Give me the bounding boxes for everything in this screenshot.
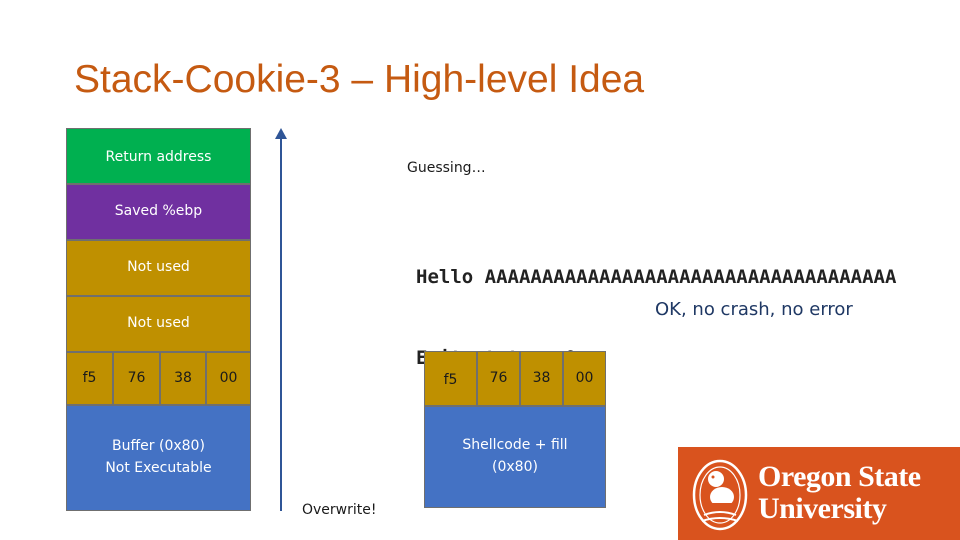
osu-wordmark-line: Oregon State: [758, 460, 921, 493]
overwrite-label: Overwrite!: [302, 502, 377, 518]
payload-byte-cell: 76: [477, 351, 520, 406]
not-used-cell-2: Not used: [66, 296, 251, 352]
payload-byte-label: 00: [575, 370, 594, 386]
payload-byte-cell: f5: [424, 351, 477, 406]
guessing-label: Guessing…: [407, 160, 486, 176]
cookie-byte-cell: 38: [160, 352, 206, 405]
cookie-byte-label: f5: [82, 369, 97, 386]
osu-wordmark-line: University: [758, 492, 887, 525]
payload-byte-cell: 38: [520, 351, 563, 406]
ok-message: OK, no crash, no error: [655, 299, 853, 320]
payload-byte-cell: 00: [563, 351, 606, 406]
cookie-byte-cell: 76: [113, 352, 160, 405]
osu-logo: Oregon State University: [678, 447, 960, 540]
payload-byte-label: 38: [532, 370, 551, 386]
not-used-label-2: Not used: [127, 315, 190, 332]
cookie-byte-cell: 00: [206, 352, 251, 405]
shellcode-size: (0x80): [492, 458, 538, 475]
terminal-line: Hello AAAAAAAAAAAAAAAAAAAAAAAAAAAAAAAAAA…: [416, 266, 897, 288]
cookie-byte-label: 76: [127, 369, 146, 386]
cookie-byte-label: 38: [174, 369, 192, 386]
buffer-note: Not Executable: [105, 460, 212, 476]
slide-title: Stack-Cookie-3 – High-level Idea: [74, 58, 645, 101]
cookie-byte-cell: f5: [66, 352, 113, 405]
return-address-cell: Return address: [66, 128, 251, 184]
payload-byte-label: 76: [489, 369, 508, 386]
buffer-label: Buffer (0x80): [112, 438, 205, 455]
cookie-byte-label: 00: [219, 369, 238, 386]
shellcode-label: Shellcode + fill: [462, 437, 568, 453]
not-used-label-1: Not used: [127, 259, 190, 276]
osu-wordmark: Oregon State University: [758, 461, 921, 525]
payload-byte-label: f5: [443, 372, 458, 388]
return-address-label: Return address: [105, 149, 212, 165]
not-used-cell-1: Not used: [66, 240, 251, 296]
shellcode-cell: Shellcode + fill (0x80): [424, 406, 606, 508]
saved-ebp-label: Saved %ebp: [114, 203, 203, 220]
buffer-cell: Buffer (0x80) Not Executable: [66, 405, 251, 511]
beaver-icon: [692, 459, 748, 531]
overwrite-arrow: [275, 128, 287, 511]
saved-ebp-cell: Saved %ebp: [66, 184, 251, 240]
